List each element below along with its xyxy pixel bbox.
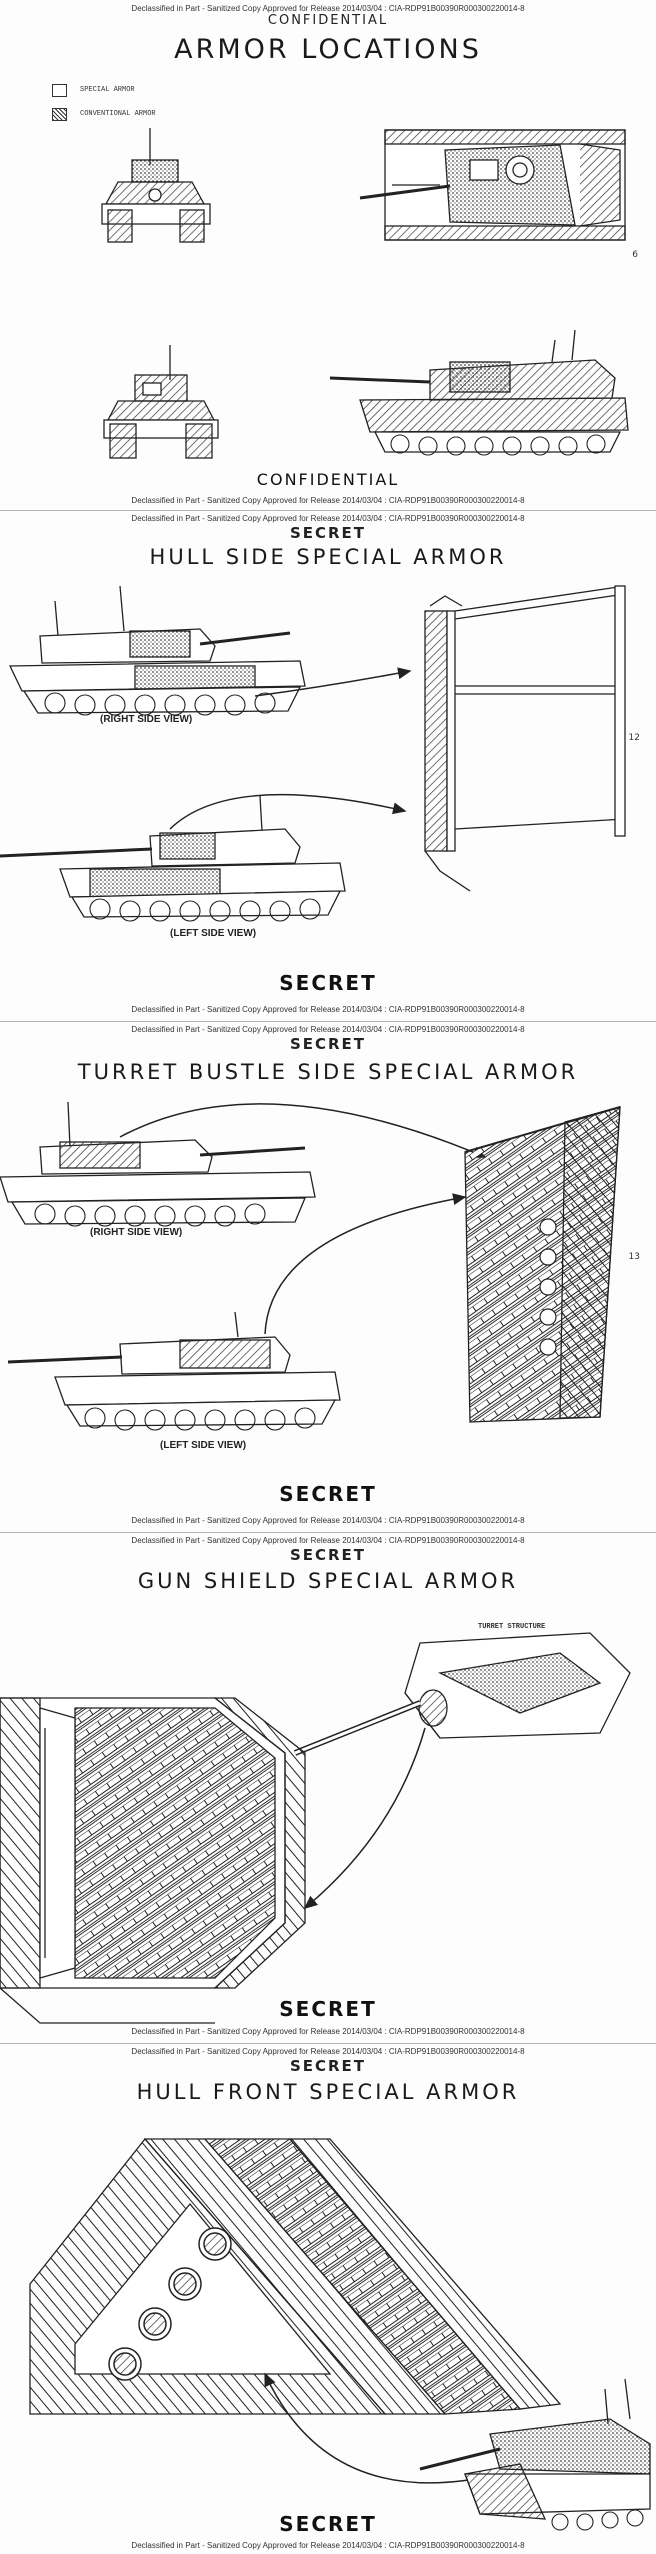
tank-right-side-view [8,585,306,716]
turret-structure-callout: TURRET STRUCTURE [478,1623,546,1631]
tank-left-side-view [7,1311,341,1431]
tank-left-side-view [0,795,346,922]
page-number: 13 [628,1252,640,1262]
hull-front-drawing [29,2137,651,2531]
classification-top: SECRET [289,524,367,542]
turret-bustle-drawing [0,1101,621,1431]
bustle-panel-cutaway [464,1106,621,1423]
release-footer: Declassified in Part - Sanitized Copy Ap… [131,496,525,505]
legend-special-swatch [52,84,67,97]
classification-top: CONFIDENTIAL [267,13,389,28]
gun-shield-drawing [0,1632,631,2024]
arrow-hull-front [264,2372,501,2484]
release-header: Declassified in Part - Sanitized Copy Ap… [131,2047,525,2056]
classification-bottom: SECRET [279,2512,377,2536]
page-title: ARMOR LOCATIONS [174,34,482,65]
tank-top-view [359,129,626,241]
gun-shield-cutaway [0,1697,306,2024]
release-header: Declassified in Part - Sanitized Copy Ap… [131,1025,525,1034]
arrow-right-view [254,667,412,697]
tank-front-view-bottom [103,345,219,459]
page-title: GUN SHIELD SPECIAL ARMOR [137,1569,519,1593]
classification-top: SECRET [289,1546,367,1564]
right-view-label: (RIGHT SIDE VIEW) [90,1227,183,1238]
armor-panel-cutaway [424,585,626,892]
classification-bottom: SECRET [279,1997,377,2021]
page-title: TURRET BUSTLE SIDE SPECIAL ARMOR [77,1060,579,1084]
page-number: 12 [628,733,640,743]
classification-bottom: SECRET [279,971,377,995]
release-footer: Declassified in Part - Sanitized Copy Ap… [131,1516,525,1525]
classification-top: SECRET [289,1035,367,1053]
tank-right-side-view [0,1101,316,1227]
classification-bottom: SECRET [279,1482,377,1506]
release-header: Declassified in Part - Sanitized Copy Ap… [131,1536,525,1545]
legend-special-label: SPECIAL ARMOR [80,86,135,94]
hull-front-cutaway [29,2137,562,2415]
arrow-gun-shield [303,1727,426,1909]
page-hull-front-special-armor: Declassified in Part - Sanitized Copy Ap… [0,2044,656,2554]
page-number: 6 [632,250,638,260]
arrow-left-view [264,1193,467,1335]
tank-front-oblique-view [419,2378,651,2531]
release-header: Declassified in Part - Sanitized Copy Ap… [131,4,525,13]
legend-conventional-label: CONVENTIONAL ARMOR [80,110,156,118]
arrow-right-view [119,1103,487,1158]
armor-locations-drawing [101,128,629,459]
page-title: HULL FRONT SPECIAL ARMOR [136,2080,520,2104]
page-title: HULL SIDE SPECIAL ARMOR [149,545,507,569]
page-armor-locations: Declassified in Part - Sanitized Copy Ap… [0,0,656,511]
right-view-label: (RIGHT SIDE VIEW) [100,714,193,725]
legend-conventional-swatch [52,108,67,121]
page-hull-side-special-armor: Declassified in Part - Sanitized Copy Ap… [0,511,656,1022]
release-header: Declassified in Part - Sanitized Copy Ap… [131,514,525,523]
left-view-label: (LEFT SIDE VIEW) [170,928,257,939]
page-gun-shield-special-armor: Declassified in Part - Sanitized Copy Ap… [0,1533,656,2044]
release-footer: Declassified in Part - Sanitized Copy Ap… [131,2027,525,2036]
tank-front-view-top [101,128,211,243]
left-view-label: (LEFT SIDE VIEW) [160,1440,247,1451]
tank-side-view [329,329,629,456]
turret-structure-view [293,1632,631,1756]
classification-top: SECRET [289,2057,367,2075]
release-footer: Declassified in Part - Sanitized Copy Ap… [131,1005,525,1014]
page-turret-bustle-side-special-armor: Declassified in Part - Sanitized Copy Ap… [0,1022,656,1533]
classification-bottom: CONFIDENTIAL [256,470,400,489]
arrow-left-view [169,794,407,830]
hull-side-drawing [0,585,626,922]
release-footer: Declassified in Part - Sanitized Copy Ap… [131,2541,525,2550]
